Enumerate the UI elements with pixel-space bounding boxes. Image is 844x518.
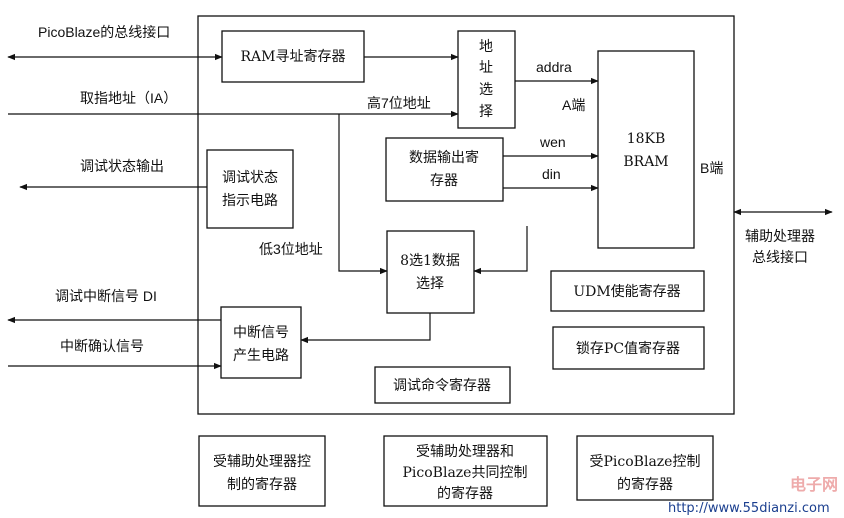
debug-interrupt-label: 调试中断信号 DI [55,288,157,304]
debug-command-register-label: 调试命令寄存器 [393,377,491,394]
mux-8to1-block [386,230,475,314]
bram-block [597,50,695,249]
address-select-label-3: 选 [479,82,493,98]
bram-label-1: 18KB [627,131,666,147]
low3-address-line [338,114,388,275]
debug-status-output-label: 调试状态输出 [80,158,164,174]
picoblaze-bus-label: PicoBlaze的总线接口 [38,24,170,40]
data-output-register-label-2: 存器 [430,173,458,189]
bram-label-2: BRAM [623,154,668,170]
bram-to-mux-arrow [473,226,528,275]
legend-coprocessor-controlled-label-2: 制的寄存器 [227,476,297,493]
coprocessor-bus-label-1: 辅助处理器 [745,228,815,244]
interrupt-generator-label-2: 产生电路 [233,348,289,364]
debug-command-register [374,366,511,404]
address-select-label-1: 地 [479,39,493,55]
interrupt-generator-label-1: 中断信号 [233,325,289,341]
din-label: din [542,166,561,182]
legend-coprocessor-controlled [198,435,326,507]
address-select-label-2: 址 [479,60,493,76]
interrupt-generator-block [220,306,302,379]
ram-address-register-label: RAM寻址寄存器 [241,48,346,65]
interrupt-ack-label: 中断确认信号 [60,338,144,354]
mux-8to1-label-1: 8选1数据 [400,253,460,269]
legend-picoblaze-controlled [576,435,714,501]
legend-picoblaze-controlled-label-2: 的寄存器 [617,476,673,493]
legend-shared-controlled-label-3: 的寄存器 [437,485,493,502]
data-output-register-label-1: 数据输出寄 [409,149,479,166]
mux-to-interrupt-arrow [300,313,431,344]
legend-shared-controlled-label-1: 受辅助处理器和 [416,444,514,460]
watermark-url: http://www.55dianzi.com [668,501,830,516]
udm-enable-register-label: UDM使能寄存器 [573,283,680,300]
data-output-register [385,137,504,202]
low3-address-label: 低3位地址 [259,241,323,257]
debug-status-indicator-label-2: 指示电路 [222,193,278,209]
ram-address-register [221,30,365,83]
mux-8to1-label-2: 选择 [416,276,444,292]
udm-enable-register [550,270,705,312]
latch-pc-register [552,326,705,370]
debug-status-indicator-block [206,149,294,229]
fetch-address-label: 取指地址（IA） [80,90,177,106]
legend-shared-controlled-label-2: PicoBlaze共同控制 [403,465,528,481]
legend-picoblaze-controlled-label-1: 受PicoBlaze控制 [590,454,701,470]
latch-pc-register-label: 锁存PC值寄存器 [576,340,680,357]
legend-coprocessor-controlled-label-1: 受辅助处理器控 [213,454,311,470]
addra-label: addra [536,59,572,75]
port-a-label: A端 [562,97,585,113]
watermark-logo: 电子网 [790,475,838,494]
high7-address-label: 高7位地址 [367,95,431,111]
wen-label: wen [539,134,566,150]
address-select-block [457,30,516,129]
port-b-label: B端 [700,160,723,176]
address-select-label-4: 择 [479,104,493,120]
legend-shared-controlled [383,435,548,507]
coprocessor-bus-label-2: 总线接口 [752,249,808,265]
debug-status-indicator-label-1: 调试状态 [222,170,278,186]
